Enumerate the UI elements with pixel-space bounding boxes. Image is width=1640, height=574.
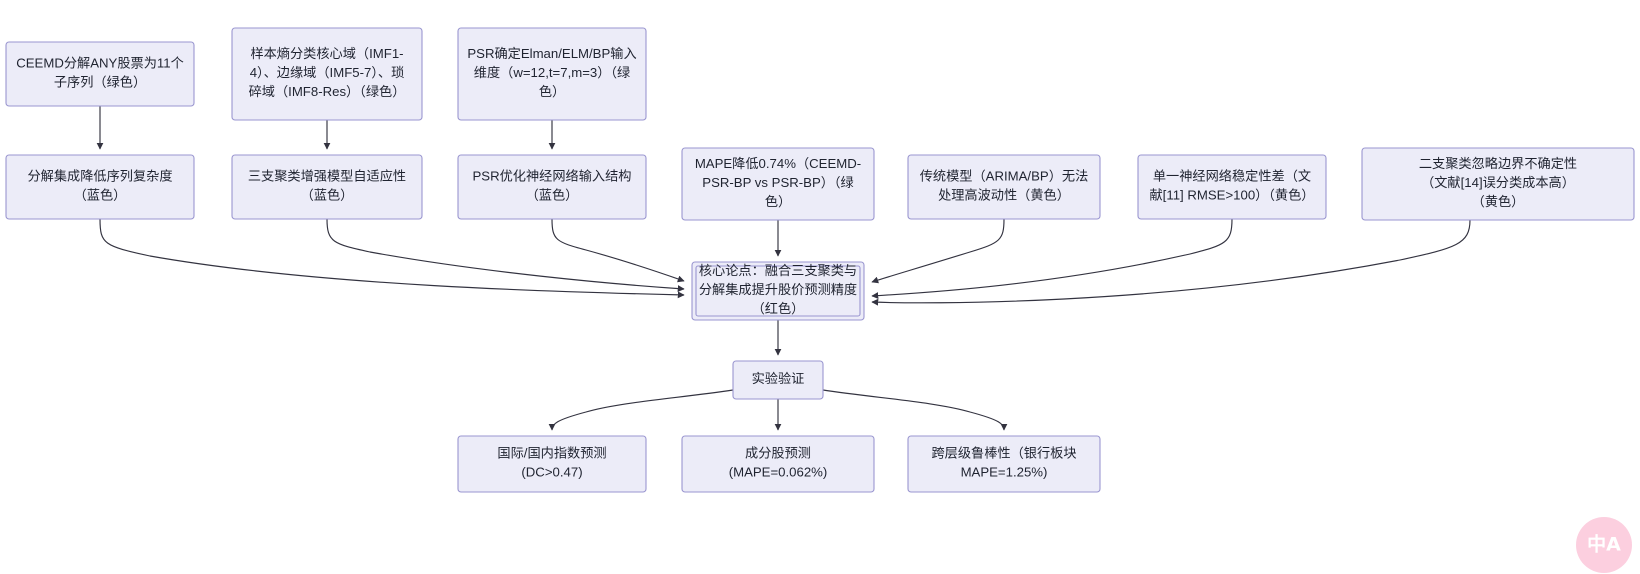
node-label-n7: MAPE降低0.74%（CEEMD- PSR-BP vs PSR-BP）（绿色）: [695, 156, 861, 209]
node-label-line: 分解集成降低序列复杂度: [27, 169, 172, 184]
node-label-line: 单一神经网络稳定性差（文: [1153, 169, 1311, 184]
node-label-line: 成分股预测: [745, 446, 811, 461]
node-label-line: 色）: [765, 193, 791, 209]
node-n7[interactable]: MAPE降低0.74%（CEEMD- PSR-BP vs PSR-BP）（绿色）: [681, 147, 875, 221]
node-box-n13[interactable]: [681, 435, 875, 493]
node-label-n13: 成分股预测 (MAPE=0.062%): [729, 446, 828, 480]
edges-layer: [96, 106, 1471, 431]
node-n4[interactable]: 分解集成降低序列复杂度 （蓝色）: [5, 154, 195, 220]
node-n12[interactable]: 国际/国内指数预测 (DC>0.47): [457, 435, 647, 493]
node-label-line: 实验验证: [752, 371, 805, 386]
node-box-n2[interactable]: [231, 27, 423, 121]
node-box-n6[interactable]: [457, 154, 647, 220]
edge-n10-to-core: [871, 219, 1471, 306]
node-n1[interactable]: CEEMD分解ANY股票为11个子序列（绿色）: [5, 41, 195, 107]
node-label-line: 4）、边缘域（IMF5-7）、琐: [250, 64, 405, 80]
watermark: 中A: [1576, 517, 1632, 573]
node-label-line: 国际/国内指数预测: [497, 446, 606, 461]
node-label-line: PSR-BP vs PSR-BP）（绿: [702, 175, 853, 190]
node-n8[interactable]: 传统模型（ARIMA/BP）无法处理高波动性（黄色）: [907, 154, 1101, 220]
node-label-line: （蓝色）: [526, 187, 579, 203]
node-label-line: 核心论点：融合三支聚类与: [699, 263, 857, 278]
node-label-line: 献[11] RMSE>100）（黄色）: [1149, 187, 1314, 203]
node-box-n10[interactable]: [1361, 147, 1635, 221]
edge-n11-to-n14: [822, 389, 1008, 431]
node-label-n14: 跨层级鲁棒性（银行板块 MAPE=1.25%): [931, 446, 1076, 480]
node-label-n4: 分解集成降低序列复杂度 （蓝色）: [27, 169, 172, 203]
node-label-line: （蓝色）: [301, 187, 354, 203]
node-n2[interactable]: 样本熵分类核心域（IMF1- 4）、边缘域（IMF5-7）、琐碎域（IMF8-Re…: [231, 27, 423, 121]
node-label-line: （蓝色）: [74, 187, 127, 203]
node-box-n8[interactable]: [907, 154, 1101, 220]
node-label-line: 处理高波动性（黄色）: [938, 187, 1070, 203]
node-label-core: 核心论点：融合三支聚类与分解集成提升股价预测精度 （红色）: [699, 263, 857, 316]
watermark-circle: [1576, 517, 1632, 573]
node-label-line: (MAPE=0.062%): [729, 465, 828, 480]
node-core[interactable]: 核心论点：融合三支聚类与分解集成提升股价预测精度 （红色）: [691, 261, 865, 321]
node-label-line: 维度（w=12,t=7,m=3）（绿: [474, 65, 630, 80]
node-label-n10: 二支聚类忽略边界不确定性 （文献[14]误分类成本高） （黄色）: [1419, 156, 1577, 209]
node-box-n4[interactable]: [5, 154, 195, 220]
node-n6[interactable]: PSR优化神经网络输入结构 （蓝色）: [457, 154, 647, 220]
edge-n8-to-core: [871, 218, 1005, 284]
node-n5[interactable]: 三支聚类增强模型自适应性 （蓝色）: [231, 154, 423, 220]
node-label-line: (DC>0.47): [521, 465, 582, 480]
node-label-line: 子序列（绿色）: [54, 74, 146, 90]
node-label-line: 跨层级鲁棒性（银行板块: [931, 446, 1076, 461]
node-box-n11[interactable]: [732, 360, 824, 400]
edge-n9-to-core: [871, 218, 1233, 299]
node-label-n1: CEEMD分解ANY股票为11个子序列（绿色）: [16, 56, 184, 90]
node-label-line: （黄色）: [1472, 193, 1525, 209]
node-label-n8: 传统模型（ARIMA/BP）无法处理高波动性（黄色）: [920, 169, 1089, 203]
node-box-inner-core: [695, 265, 861, 317]
node-box-n14[interactable]: [907, 435, 1101, 493]
node-label-line: 二支聚类忽略边界不确定性: [1419, 156, 1577, 171]
node-label-line: 碎域（IMF8-Res）（绿色）: [249, 83, 406, 99]
node-n11[interactable]: 实验验证: [732, 360, 824, 400]
node-label-n2: 样本熵分类核心域（IMF1- 4）、边缘域（IMF5-7）、琐碎域（IMF8-Re…: [249, 46, 406, 99]
nodes-layer: CEEMD分解ANY股票为11个子序列（绿色） 样本熵分类核心域（IMF1- 4）、…: [5, 27, 1635, 493]
node-label-n6: PSR优化神经网络输入结构 （蓝色）: [473, 169, 632, 203]
watermark-label: 中A: [1587, 533, 1621, 556]
node-label-line: MAPE降低0.74%（CEEMD-: [695, 156, 861, 171]
node-label-line: 三支聚类增强模型自适应性: [248, 169, 406, 184]
node-n10[interactable]: 二支聚类忽略边界不确定性 （文献[14]误分类成本高） （黄色）: [1361, 147, 1635, 221]
node-n14[interactable]: 跨层级鲁棒性（银行板块 MAPE=1.25%): [907, 435, 1101, 493]
edge-n5-to-core: [326, 218, 685, 293]
node-label-n5: 三支聚类增强模型自适应性 （蓝色）: [248, 169, 406, 203]
node-box-n1[interactable]: [5, 41, 195, 107]
node-label-line: 分解集成提升股价预测精度: [699, 282, 857, 297]
node-box-core[interactable]: [691, 261, 865, 321]
node-box-n7[interactable]: [681, 147, 875, 221]
node-label-line: 传统模型（ARIMA/BP）无法: [920, 169, 1089, 184]
node-label-n12: 国际/国内指数预测 (DC>0.47): [497, 446, 606, 480]
node-label-line: （红色）: [752, 300, 805, 316]
node-label-line: CEEMD分解ANY股票为11个: [16, 56, 184, 71]
edge-n4-to-core: [99, 218, 685, 299]
node-label-line: 样本熵分类核心域（IMF1-: [250, 46, 403, 61]
node-box-n9[interactable]: [1137, 154, 1327, 220]
node-n3[interactable]: PSR确定Elman/ELM/BP输入维度（w=12,t=7,m=3）（绿色）: [457, 27, 647, 121]
node-n9[interactable]: 单一神经网络稳定性差（文献[11] RMSE>100）（黄色）: [1137, 154, 1327, 220]
node-label-line: MAPE=1.25%): [961, 465, 1048, 480]
node-label-line: 色）: [539, 83, 565, 99]
node-label-line: PSR优化神经网络输入结构: [473, 169, 632, 184]
node-box-n5[interactable]: [231, 154, 423, 220]
node-label-line: （文献[14]误分类成本高）: [1421, 174, 1575, 190]
node-label-n3: PSR确定Elman/ELM/BP输入维度（w=12,t=7,m=3）（绿色）: [467, 46, 636, 99]
node-label-line: PSR确定Elman/ELM/BP输入: [467, 46, 636, 61]
edge-n11-to-n12: [548, 389, 734, 431]
node-box-n3[interactable]: [457, 27, 647, 121]
node-label-n9: 单一神经网络稳定性差（文献[11] RMSE>100）（黄色）: [1149, 169, 1314, 203]
node-box-n12[interactable]: [457, 435, 647, 493]
edge-n6-to-core: [551, 218, 685, 283]
node-n13[interactable]: 成分股预测 (MAPE=0.062%): [681, 435, 875, 493]
node-label-n11: 实验验证: [752, 371, 805, 386]
